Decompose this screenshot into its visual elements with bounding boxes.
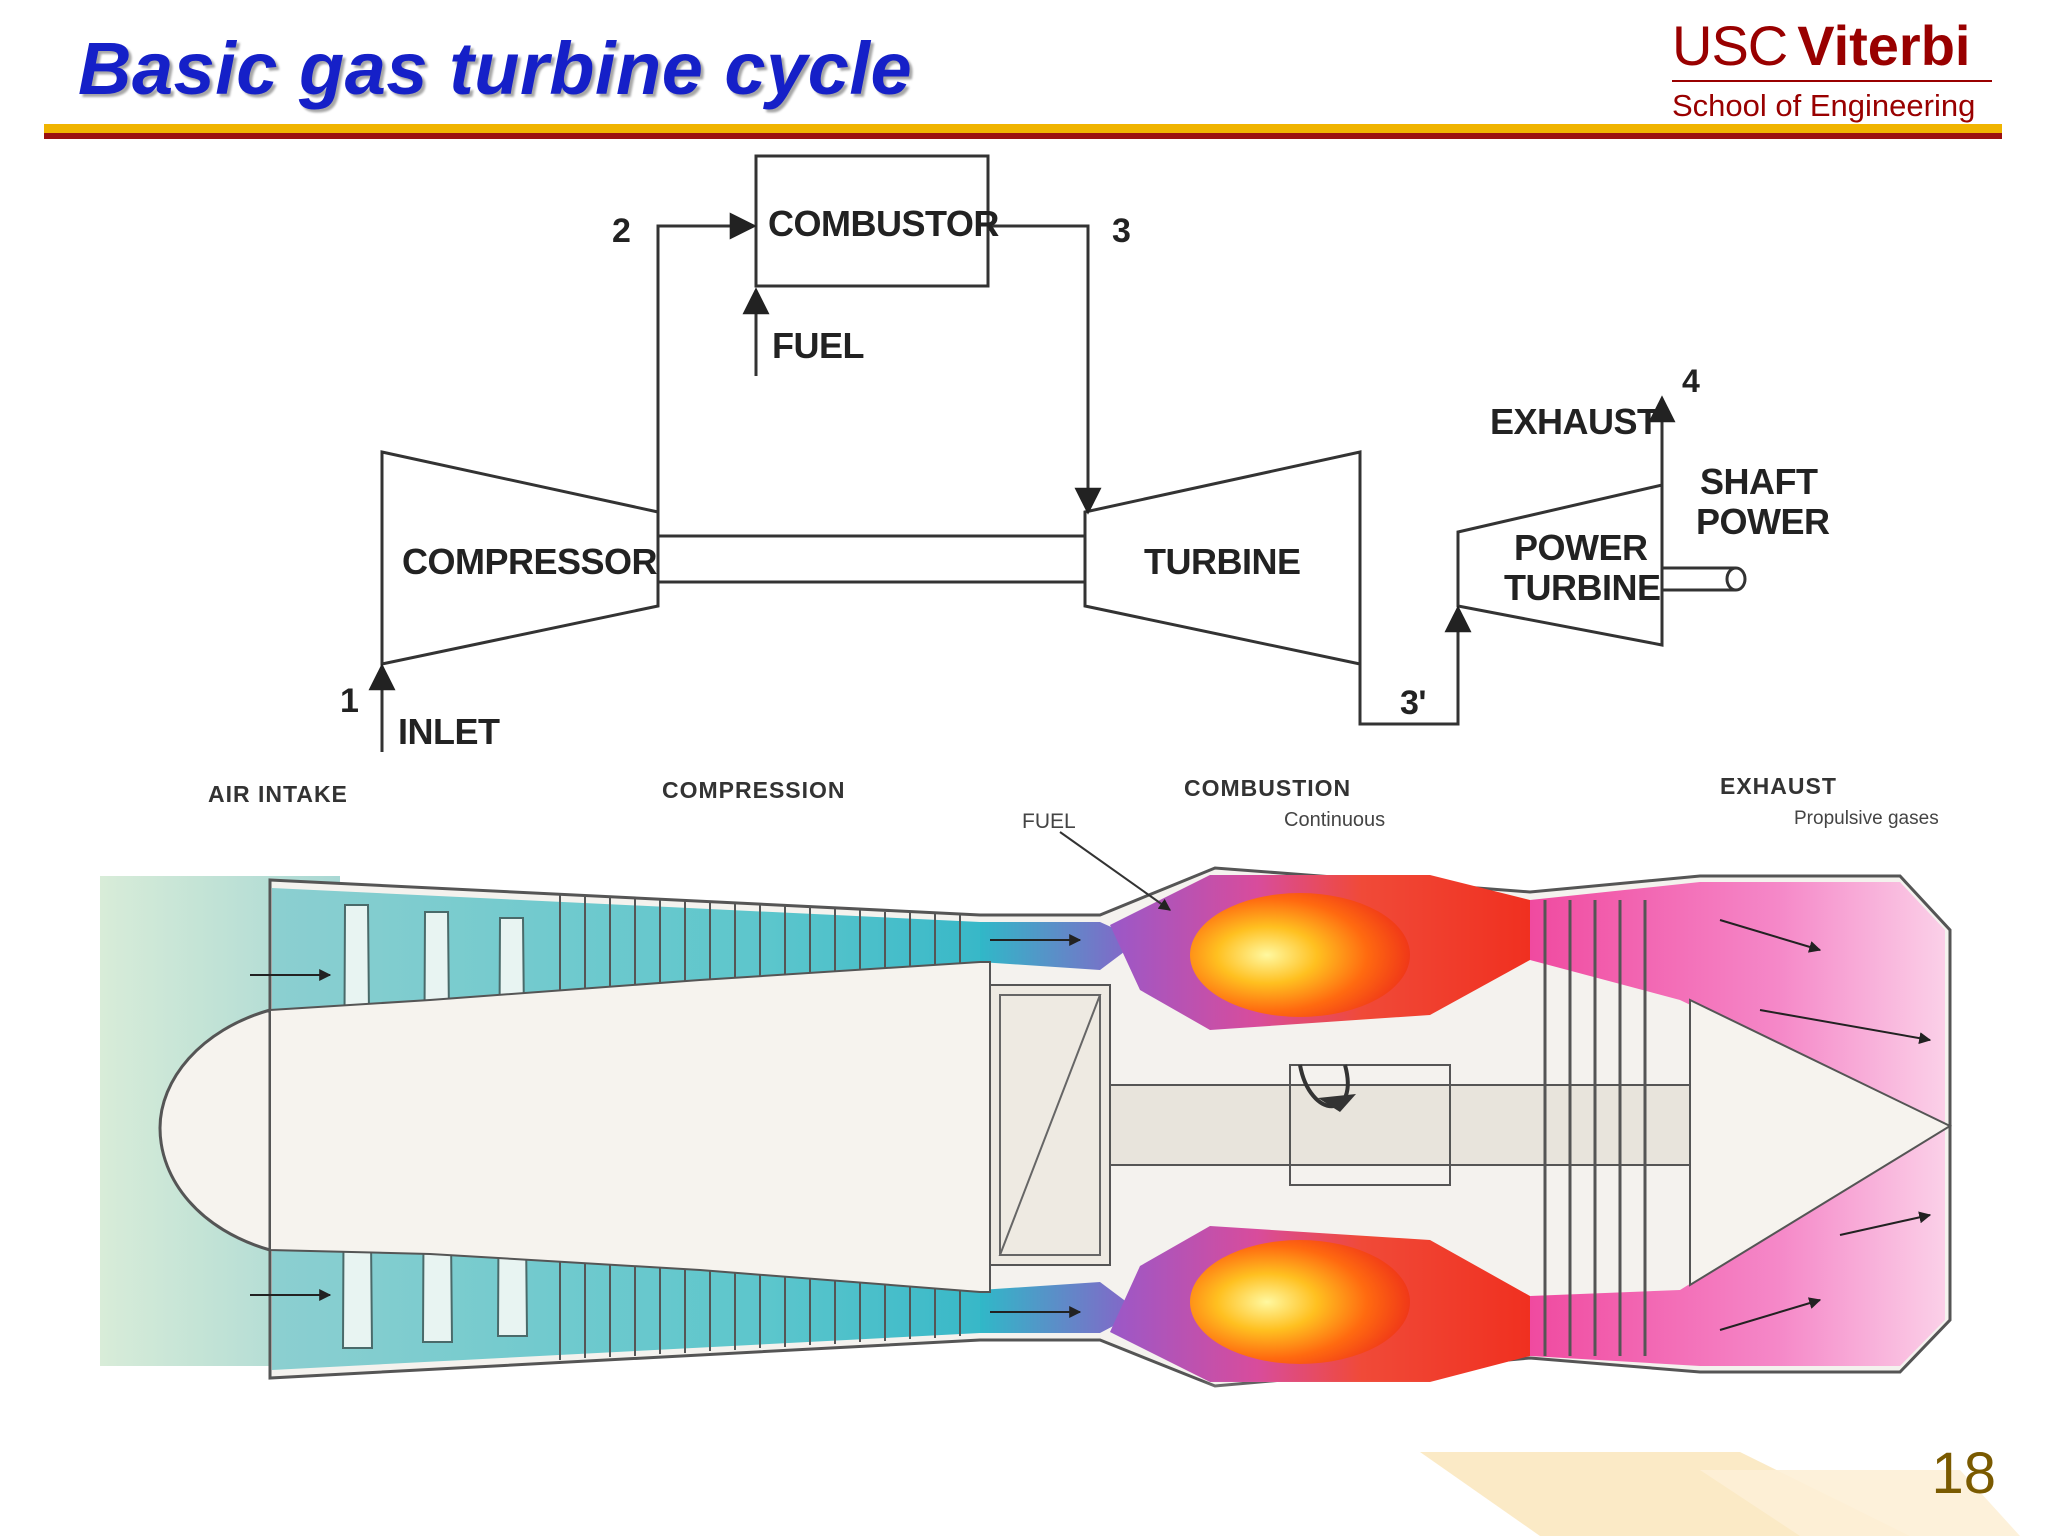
cycle-schematic: [368, 154, 1747, 752]
station-4-label: 4: [1682, 363, 1700, 399]
power-turbine-shape: [1456, 483, 1664, 647]
logo-usc-text: USC: [1672, 14, 1788, 77]
main-shaft: [1109, 1084, 1691, 1166]
flame-top: [1190, 893, 1410, 1017]
nose-cone: [158, 1008, 272, 1252]
power-turbine-label-1: POWER: [1514, 527, 1648, 568]
inlet-label: INLET: [398, 711, 500, 752]
logo-viterbi-text: Viterbi: [1797, 14, 1971, 77]
fuel-label: FUEL: [772, 325, 864, 366]
station-3prime-label: 3': [1400, 684, 1426, 722]
turbine-label: TURBINE: [1144, 541, 1301, 582]
logo-school-text: School of Engineering: [1672, 88, 1976, 123]
slide-title: Basic gas turbine cycle: [78, 27, 913, 110]
exhaust-label: EXHAUST: [1490, 401, 1659, 442]
page-number: 18: [1931, 1441, 1996, 1506]
engine-cutaway: [100, 831, 1953, 1388]
exhaust-sublabel: Propulsive gases: [1794, 808, 1939, 829]
flame-bottom: [1190, 1240, 1410, 1364]
engine-exhaust-label: EXHAUST: [1720, 773, 1837, 799]
combustor-label: COMBUSTOR: [768, 203, 999, 244]
flow-line-2: [656, 212, 757, 512]
logo-divider: [1672, 80, 1992, 82]
combustion-sublabel: Continuous: [1284, 809, 1385, 831]
compressor-shape: [380, 450, 660, 666]
header-gold-rule: [44, 124, 2002, 133]
station-2-label: 2: [612, 212, 630, 250]
engine-fuel-label: FUEL: [1022, 810, 1076, 833]
flow-line-3prime: [1358, 605, 1472, 726]
station-1-label: 1: [340, 682, 358, 720]
flow-line-3: [988, 224, 1102, 515]
station-3-label: 3: [1112, 212, 1130, 250]
shaft-power-label-1: SHAFT: [1700, 461, 1818, 502]
air-intake-label: AIR INTAKE: [208, 781, 348, 807]
power-turbine-label-2: TURBINE: [1504, 567, 1661, 608]
shaft-power-label-2: POWER: [1696, 501, 1830, 542]
compression-label: COMPRESSION: [662, 777, 846, 803]
fuel-injector-line: [1059, 831, 1171, 911]
header-red-rule: [44, 133, 2002, 139]
combustion-label: COMBUSTION: [1184, 775, 1351, 801]
compressor-label: COMPRESSOR: [402, 541, 658, 582]
